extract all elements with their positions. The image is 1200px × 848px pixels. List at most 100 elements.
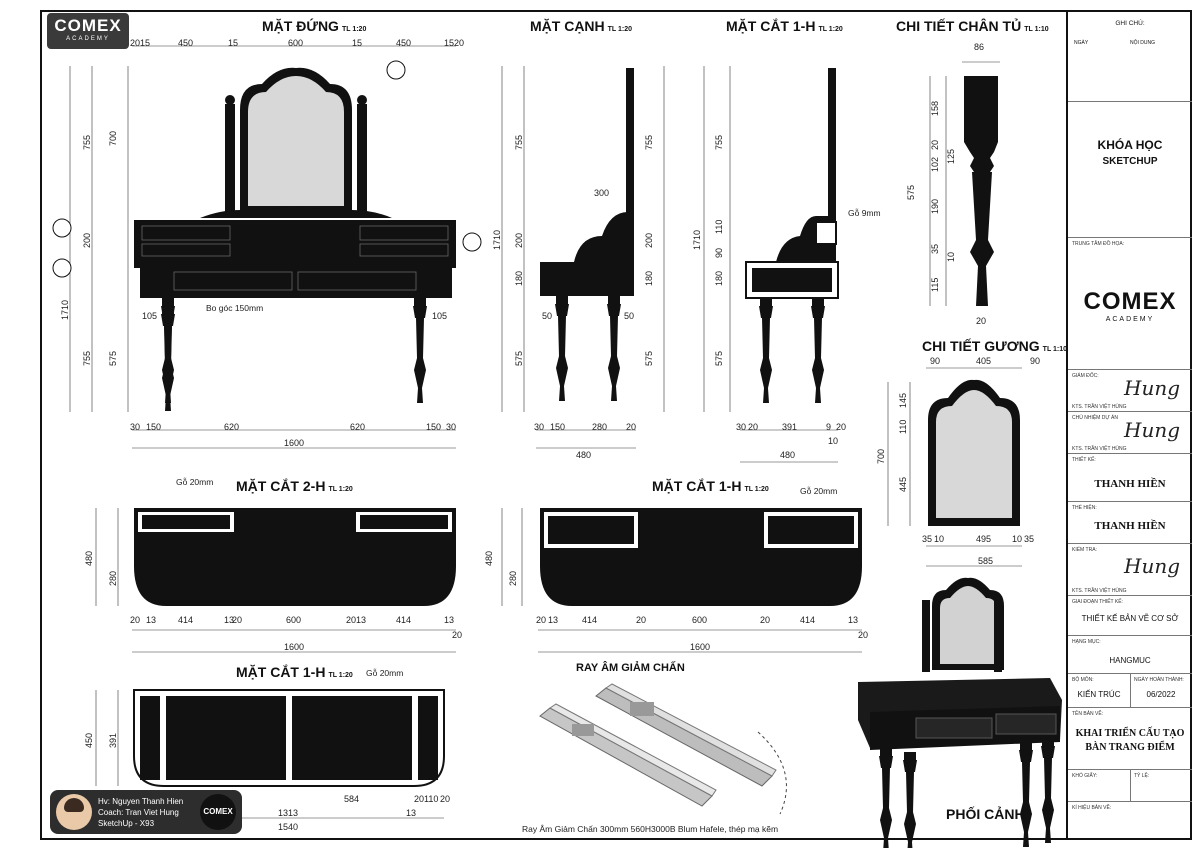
leg-detail <box>929 61 1000 306</box>
tb-label: HẠNG MỤC: <box>1072 639 1101 645</box>
dim: 20 <box>836 422 847 432</box>
dim: 13 <box>146 615 157 625</box>
dim: 150 <box>426 422 442 432</box>
tb-divider <box>1130 770 1131 802</box>
dim: 450 <box>178 38 194 48</box>
note-go-20mm-b: Gỗ 20mm <box>800 486 838 496</box>
title-block: GHI CHÚ: NGÀY NỘI DUNG KHÓA HỌC SKETCHUP… <box>1066 12 1192 838</box>
tb-value: THANH HIỀN <box>1094 478 1166 490</box>
dim: 110 <box>898 419 908 434</box>
dim: 1600 <box>284 438 305 448</box>
tb-label: NGÀY HOÀN THÀNH: <box>1134 677 1184 683</box>
dim: 1600 <box>690 642 711 652</box>
title-ray: RAY ÂM GIẢM CHẤN <box>576 662 685 674</box>
tb-value: THIẾT KẾ BẢN VẼ CƠ SỞ <box>1081 614 1179 623</box>
title-scale: TL 1:10 <box>1024 26 1049 33</box>
dim: 125 <box>946 148 956 164</box>
dim: 445 <box>898 476 908 492</box>
tb-divider <box>1130 674 1131 708</box>
dim: 13 <box>848 615 859 625</box>
dim: 495 <box>976 534 992 544</box>
dim: 35 <box>922 534 933 544</box>
dim: 700 <box>108 130 118 146</box>
title-text: CHI TIẾT GƯƠNG <box>922 338 1040 354</box>
tb-ngay: NGÀY <box>1074 40 1089 46</box>
tb-course-2: SKETCHUP <box>1102 156 1158 167</box>
dim: 30 <box>130 422 141 432</box>
dim: 180 <box>644 270 654 286</box>
dim: 20 <box>760 615 771 625</box>
dim: 105 <box>142 311 158 321</box>
tb-label: KIỂM TRA: <box>1072 547 1097 553</box>
tb-value: 06/2022 <box>1146 690 1176 699</box>
dim: 20 <box>130 615 141 625</box>
dim: 755 <box>514 134 524 150</box>
tb-kts: KTS. TRẦN VIỆT HÙNG <box>1072 404 1127 410</box>
ray-caption: Ray Âm Giảm Chấn 300mm 560H3000B Blum Ha… <box>522 824 779 834</box>
title-text: MẶT CẮT 1-H <box>236 664 326 680</box>
dim: 15 <box>140 38 151 48</box>
dim: 755 <box>82 350 92 366</box>
dim: 20 <box>440 794 451 804</box>
dim: 20 <box>930 139 940 150</box>
tb-kts: KTS. TRẦN VIỆT HÙNG <box>1072 446 1127 452</box>
dim: 180 <box>514 270 524 286</box>
dim: 145 <box>898 392 908 408</box>
dim: 20 <box>130 38 141 48</box>
author-line-1: Hv: Nguyen Thanh Hien <box>98 797 184 806</box>
dim: 480 <box>84 550 94 566</box>
dim: 755 <box>644 134 654 150</box>
dim: 90 <box>714 247 724 258</box>
dim: 20 <box>748 422 759 432</box>
dim: 90 <box>930 356 941 366</box>
drawing-sheet-frame <box>40 10 1192 840</box>
dim: 20 <box>626 422 637 432</box>
title-text: MẶT CẠNH <box>530 18 605 34</box>
dim: 102 <box>930 156 940 172</box>
dim: 190 <box>930 198 940 214</box>
dim: 280 <box>108 570 118 586</box>
dim: 1710 <box>60 299 70 320</box>
dim: 50 <box>542 311 553 321</box>
dim: 15 <box>444 38 455 48</box>
tb-value: KIẾN TRÚC <box>1077 690 1121 699</box>
dim: 10 <box>828 436 839 446</box>
title-text: MẶT ĐỨNG <box>262 18 339 34</box>
mirror-detail <box>887 367 1022 567</box>
tb-notes: GHI CHÚ: NGÀY NỘI DUNG <box>1068 12 1192 102</box>
dim: 450 <box>84 732 94 748</box>
tb-label: KHỔ GIẤY: <box>1072 773 1098 779</box>
dim: 30 <box>736 422 747 432</box>
dim: 15 <box>228 38 239 48</box>
tb-label: GIÁM ĐỐC: <box>1072 373 1099 379</box>
dim: 200 <box>644 232 654 248</box>
tb-brand-sub: ACADEMY <box>1105 316 1155 323</box>
author-line-2: Coach: Tran Viet Hung <box>98 808 179 817</box>
tb-label: TỶ LỆ: <box>1134 773 1150 779</box>
dim: 414 <box>582 615 598 625</box>
dim: 10 <box>946 251 956 262</box>
author-text: Hv: Nguyen Thanh Hien Coach: Tran Viet H… <box>98 796 183 829</box>
dim: 35 <box>1024 534 1035 544</box>
dim: 575 <box>644 350 654 366</box>
dim: 105 <box>432 311 448 321</box>
title-scale: TL 1:20 <box>341 26 367 33</box>
signature: Hung <box>1124 554 1181 578</box>
dim: 180 <box>714 270 724 286</box>
comex-logo: COMEX ACADEMY <box>47 13 129 49</box>
tb-giam-doc: GIÁM ĐỐC: Hung KTS. TRẦN VIỆT HÙNG <box>1068 370 1192 412</box>
title-text: MẶT CẮT 1-H <box>726 18 816 34</box>
dim: 20 <box>454 38 465 48</box>
dim: 30 <box>534 422 545 432</box>
dim: 15 <box>352 38 363 48</box>
drawer-slide-illustration <box>539 683 787 815</box>
dim: 86 <box>974 42 985 52</box>
tb-noi-dung: NỘI DUNG <box>1130 40 1155 46</box>
tb-value: KHAI TRIỂN CẤU TẠO <box>1075 728 1185 739</box>
